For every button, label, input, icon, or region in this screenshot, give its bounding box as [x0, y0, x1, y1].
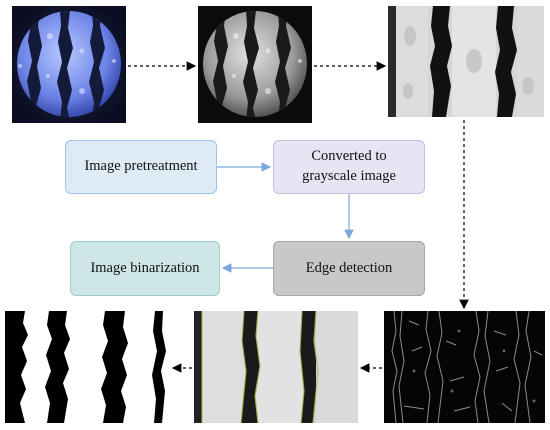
step-image-binarization: Image binarization	[70, 241, 220, 296]
step-image-pretreatment-label: Image pretreatment	[84, 158, 198, 175]
cropped-grayscale-image	[388, 6, 544, 117]
step-edge-detection-label: Edge detection	[305, 259, 393, 276]
original-lens-image	[12, 6, 126, 123]
step-grayscale-conversion: Converted to grayscale image	[273, 140, 425, 194]
overlay-image	[194, 311, 358, 423]
step-edge-detection: Edge detection	[273, 241, 425, 296]
binarized-image	[5, 311, 170, 423]
grayscale-lens-image	[198, 6, 312, 123]
step-image-binarization-label: Image binarization	[90, 259, 200, 276]
edge-detection-image	[384, 311, 545, 423]
step-image-pretreatment: Image pretreatment	[65, 140, 217, 194]
step-grayscale-conversion-label: Converted to grayscale image	[302, 148, 396, 184]
